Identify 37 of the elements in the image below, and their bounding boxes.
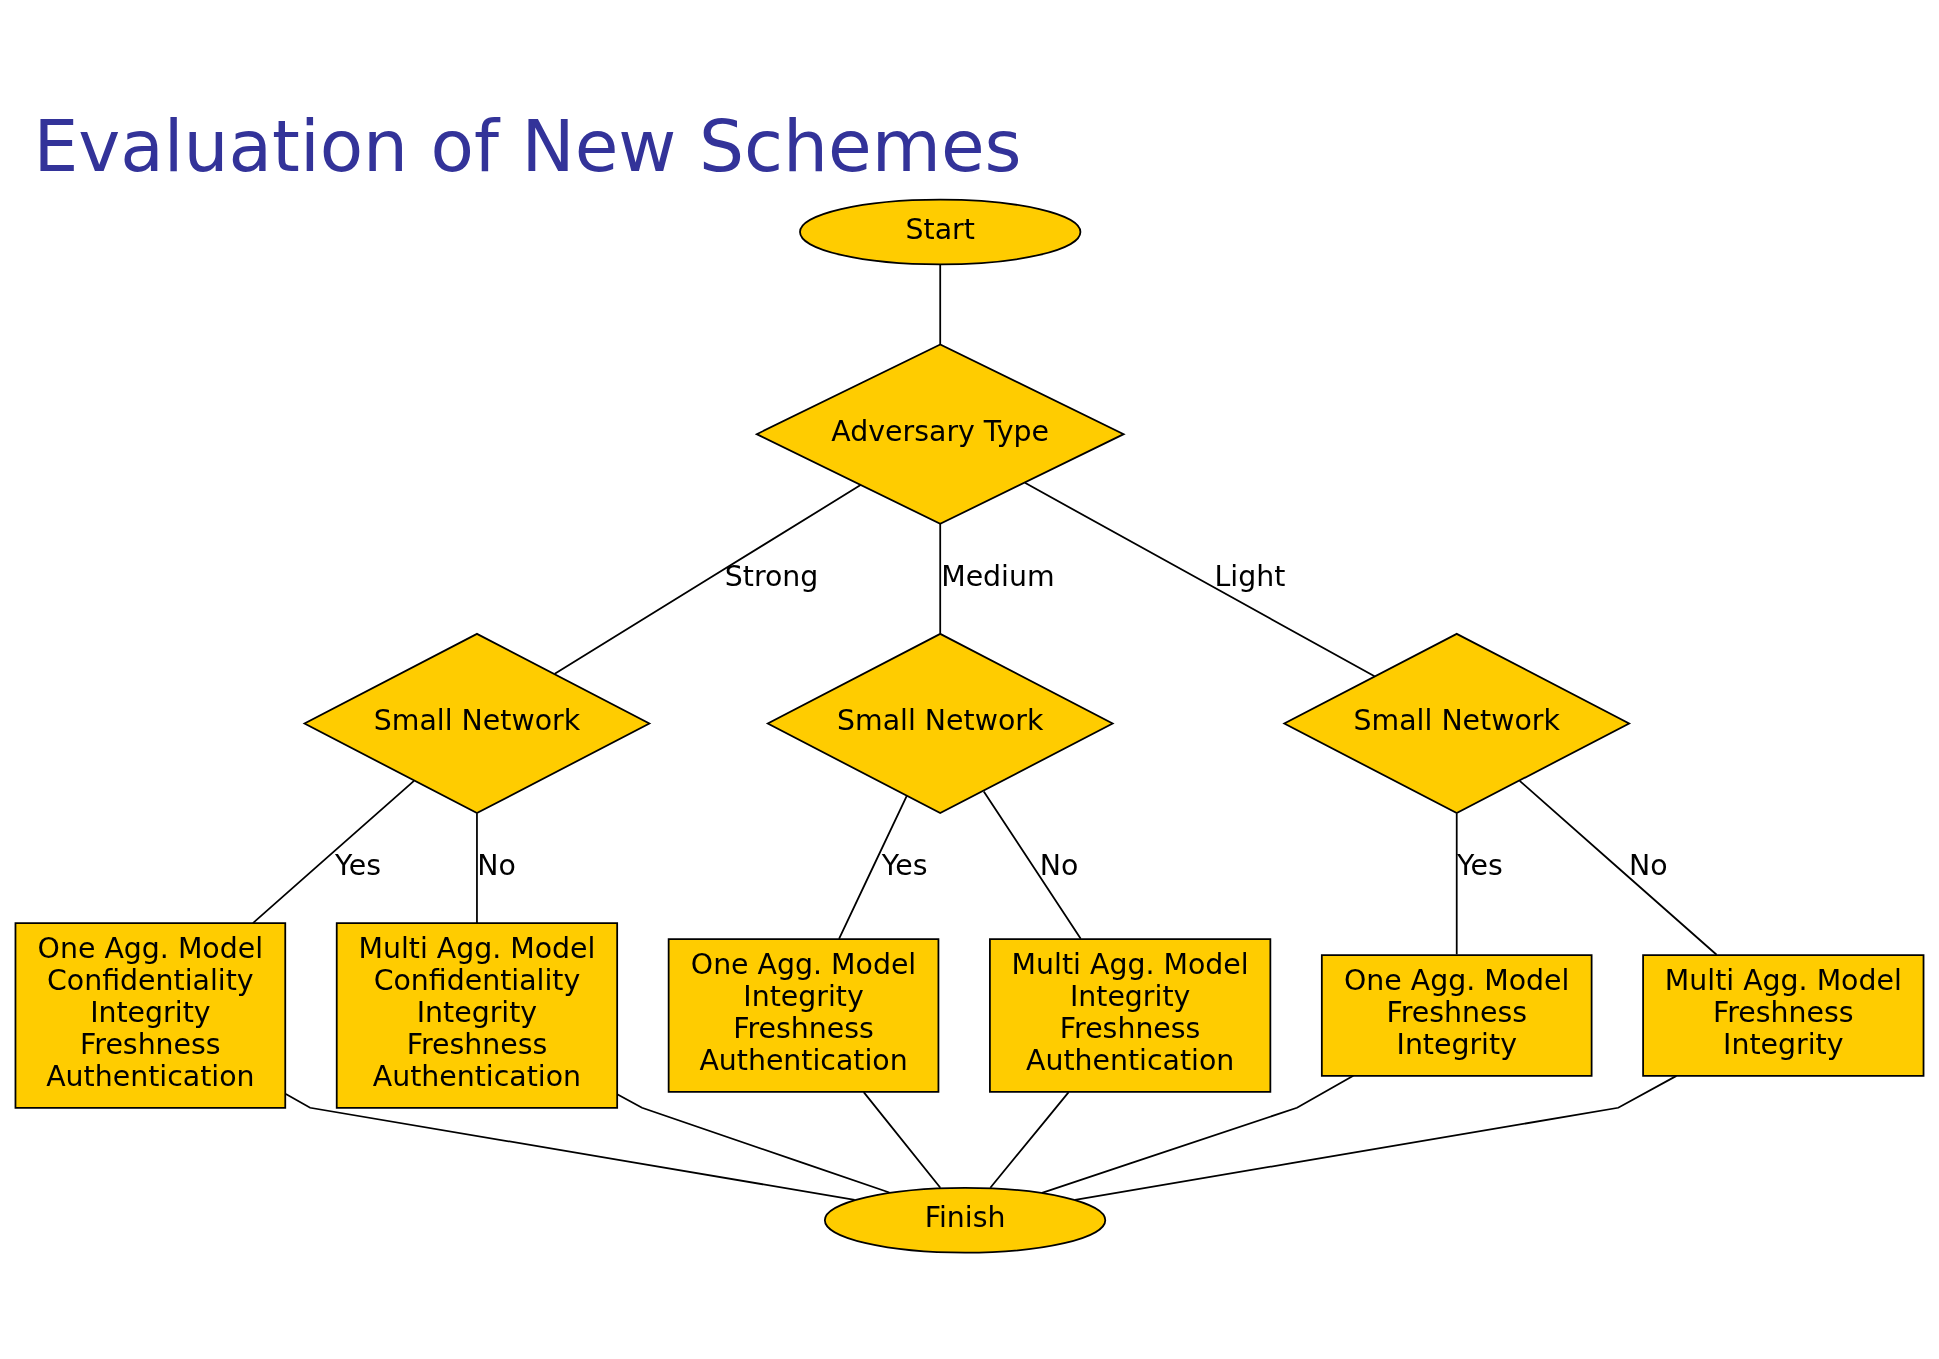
connector xyxy=(1041,1074,1355,1194)
node-diamond: Adversary Type xyxy=(754,343,1126,525)
edge-label: Yes xyxy=(335,848,381,882)
connector xyxy=(616,1093,891,1193)
node-diamond: Small Network xyxy=(765,632,1115,814)
node-box: One Agg. Model Confidentiality Integrity Freshness Authentication xyxy=(14,921,287,1109)
connector xyxy=(982,790,1082,940)
connector xyxy=(284,1092,856,1201)
node-diamond: Small Network xyxy=(1282,632,1632,814)
edge-label: Medium xyxy=(941,559,1055,593)
connector xyxy=(1074,1074,1678,1201)
edge-label: Yes xyxy=(881,848,928,882)
edge-label: No xyxy=(1039,848,1079,882)
connector xyxy=(252,779,415,924)
diagram-title: Evaluation of New Schemes xyxy=(33,104,1022,188)
connector xyxy=(989,1090,1070,1189)
connector xyxy=(553,483,862,675)
node-box: One Agg. Model Freshness Integrity xyxy=(1320,953,1593,1077)
node-ellipse: Finish xyxy=(823,1186,1107,1254)
node-diamond: Small Network xyxy=(302,632,652,814)
connector xyxy=(476,812,478,924)
edge-label: No xyxy=(1629,848,1668,882)
edge-label: No xyxy=(477,848,516,882)
node-ellipse: Start xyxy=(799,198,1082,265)
node-box: Multi Agg. Model Freshness Integrity xyxy=(1642,953,1925,1077)
edge-label: Light xyxy=(1214,559,1286,593)
node-box: Multi Agg. Model Integrity Freshness Authentication xyxy=(989,937,1272,1093)
node-box: One Agg. Model Integrity Freshness Authentication xyxy=(667,937,940,1093)
connector xyxy=(1455,812,1458,955)
connector xyxy=(838,794,908,940)
connector xyxy=(939,263,942,345)
edge-label: Strong xyxy=(724,559,819,593)
connector xyxy=(939,522,942,634)
connector xyxy=(862,1090,942,1189)
connector xyxy=(1518,779,1718,956)
node-box: Multi Agg. Model Confidentiality Integrity Freshness Authentication xyxy=(335,921,619,1109)
connector xyxy=(1024,481,1376,677)
